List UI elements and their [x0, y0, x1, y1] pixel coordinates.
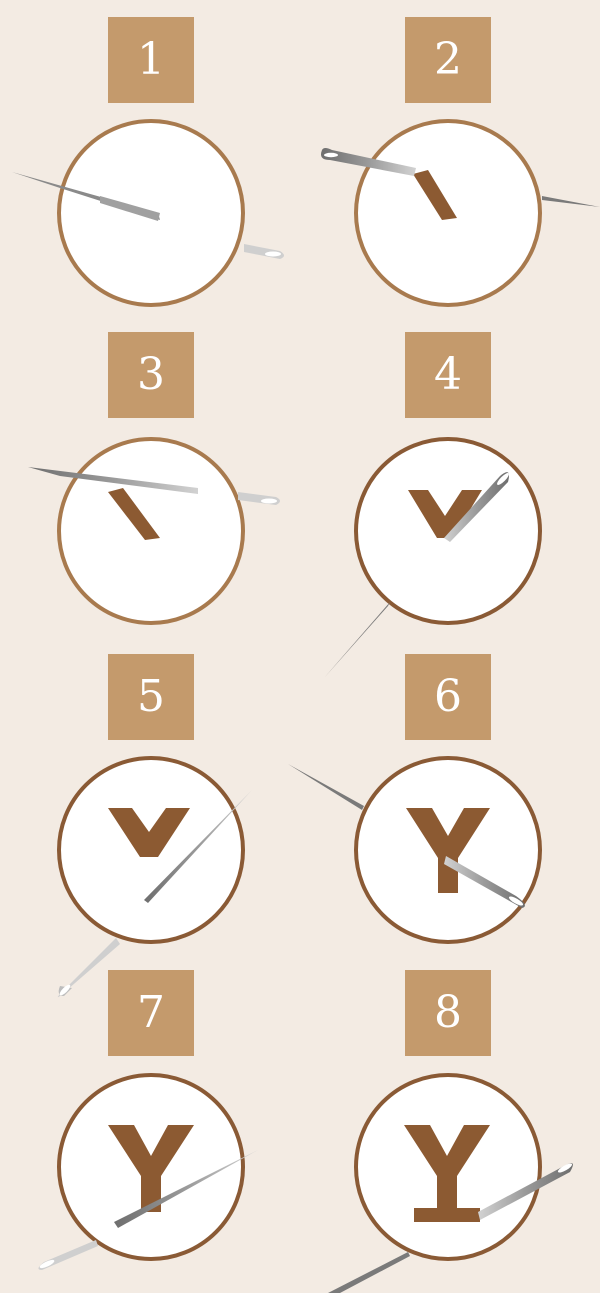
step-number: 5: [137, 671, 165, 722]
step-1: 1: [12, 17, 284, 305]
step-number: 4: [434, 349, 462, 400]
step-number: 2: [434, 34, 462, 85]
step-number: 1: [137, 34, 165, 85]
step-7: 7: [38, 970, 258, 1270]
step-8: 8: [328, 970, 573, 1293]
step-number: 8: [434, 987, 462, 1038]
step-number: 3: [137, 349, 165, 400]
step-5: 5: [58, 654, 252, 997]
step-4: 4: [324, 332, 540, 678]
step-6: 6: [288, 654, 540, 942]
step-number: 6: [434, 671, 462, 722]
step-3: 3: [28, 332, 280, 623]
step-number: 7: [137, 987, 165, 1038]
step-2: 2: [321, 17, 600, 305]
